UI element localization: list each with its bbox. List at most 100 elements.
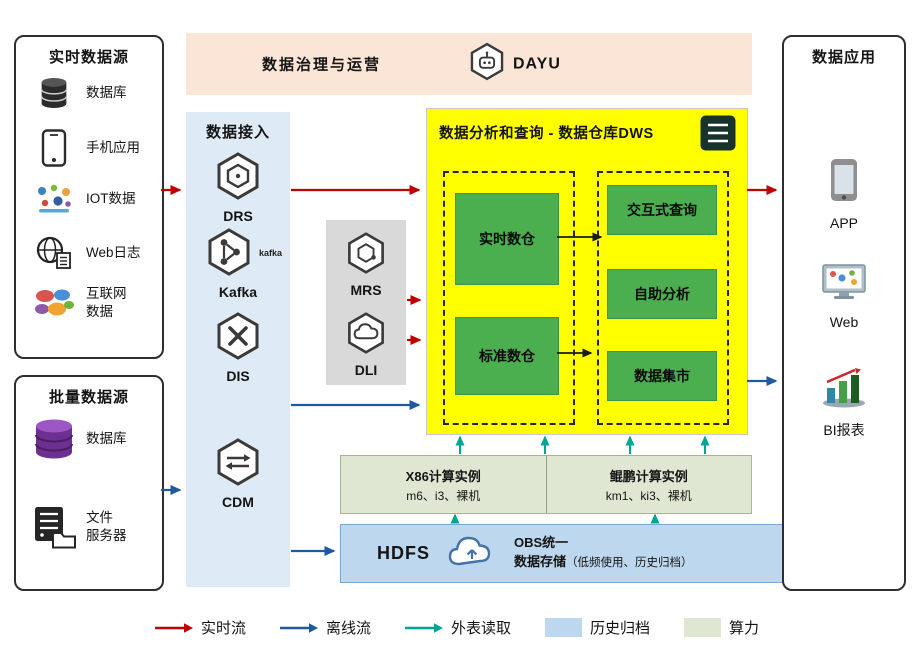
applications-box: 数据应用 APP Web BI报表: [782, 35, 906, 591]
ingestion-column: 数据接入 DRS Kafka kafka DIS CDM: [186, 112, 290, 587]
legend-label: 历史归档: [590, 620, 651, 637]
service-label: DIS: [226, 368, 250, 384]
legend: 实时流 离线流 外表读取 历史归档 算力: [0, 617, 914, 638]
source-label: 数据库: [86, 85, 127, 101]
dws-box: 数据分析和查询 - 数据仓库DWS 实时数仓 标准数仓 交互式查询 自助分析 数…: [426, 108, 748, 435]
applications-title: 数据应用: [811, 49, 876, 66]
source-file-server: 文件 服务器: [31, 505, 127, 549]
hdfs-label: HDFS: [377, 543, 430, 563]
obs-cloud-icon: [446, 534, 498, 573]
processing-box: MRS DLI: [326, 220, 406, 385]
dws-title: 数据分析和查询 - 数据仓库DWS: [439, 126, 654, 142]
source-web-log: Web日志: [31, 236, 141, 270]
database-stack-icon: [31, 417, 77, 461]
realtime-warehouse: 实时数仓: [455, 193, 559, 285]
cdm-icon: [214, 438, 262, 491]
drs-icon: [214, 152, 262, 205]
app-label: Web: [829, 314, 859, 330]
source-mobile-app: 手机应用: [31, 129, 140, 167]
compute-box: X86计算实例 m6、i3、裸机 鲲鹏计算实例 km1、ki3、裸机: [340, 455, 752, 514]
legend-external-read: 外表读取: [404, 617, 511, 638]
dli-icon: [345, 312, 387, 359]
legend-offline-flow: 离线流: [279, 617, 371, 638]
legend-compute-power: 算力: [684, 617, 759, 638]
warehouse-group: [443, 171, 575, 425]
realtime-sources-box: 实时数据源 数据库 手机应用 IOT数据 Web日志: [14, 35, 164, 359]
web-monitor-icon: [821, 262, 867, 307]
function-group: [597, 171, 729, 425]
obs-text: OBS统一 数据存储（低频使用、历史归档）: [514, 535, 693, 573]
service-label: DRS: [223, 208, 253, 224]
source-label: 文件 服务器: [86, 510, 127, 543]
governance-banner: 数据治理与运营 DAYU: [186, 33, 752, 95]
green-box-label: 交互式查询: [627, 202, 697, 218]
file-server-icon: [31, 505, 77, 549]
legend-label: 实时流: [200, 620, 246, 637]
self-service-analysis: 自助分析: [607, 269, 717, 319]
governance-title: 数据治理与运营: [262, 56, 382, 74]
kunpeng-title: 鲲鹏计算实例: [609, 468, 688, 484]
bi-report-icon: [821, 368, 867, 413]
dayu-icon: [468, 42, 506, 86]
obs-line2: 数据存储: [514, 553, 567, 569]
red-arrow-icon: [154, 622, 193, 633]
iot-icon: [31, 183, 77, 215]
kunpeng-models: km1、ki3、裸机: [605, 488, 692, 503]
phone-icon: [31, 129, 77, 167]
app-label: APP: [829, 215, 858, 231]
service-cdm: CDM: [186, 438, 290, 510]
source-label: 互联网 数据: [86, 286, 127, 319]
x86-models: m6、i3、裸机: [406, 488, 481, 503]
hdfs-box: HDFS OBS统一 数据存储（低频使用、历史归档）: [340, 524, 788, 583]
app-label: BI报表: [823, 422, 865, 438]
source-label: IOT数据: [86, 191, 136, 207]
batch-sources-box: 批量数据源 数据库 文件 服务器: [14, 375, 164, 591]
service-label: DLI: [354, 362, 378, 378]
source-iot: IOT数据: [31, 183, 136, 215]
app-item-app: APP: [784, 157, 904, 231]
blue-arrow-icon: [279, 622, 318, 633]
service-label: MRS: [350, 282, 382, 298]
x86-title: X86计算实例: [405, 468, 481, 484]
app-item-bi: BI报表: [784, 368, 904, 440]
legend-label: 算力: [729, 620, 760, 637]
green-box-label: 数据集市: [634, 368, 690, 384]
batch-sources-title: 批量数据源: [48, 389, 129, 406]
teal-arrow-icon: [404, 622, 443, 633]
green-box-label: 自助分析: [634, 286, 690, 302]
source-internet-data: 互联网 数据: [31, 285, 127, 320]
source-label: 数据库: [86, 431, 127, 447]
source-batch-database: 数据库: [31, 417, 127, 461]
legend-label: 离线流: [325, 620, 371, 637]
service-label: Kafka: [218, 284, 258, 300]
standard-warehouse: 标准数仓: [455, 317, 559, 395]
service-kafka: Kafka: [186, 228, 290, 300]
web-log-icon: [31, 236, 77, 270]
dis-icon: [214, 312, 262, 365]
obs-line1: OBS统一: [514, 534, 569, 550]
x86-compute: X86计算实例 m6、i3、裸机: [341, 456, 547, 513]
source-label: 手机应用: [86, 140, 140, 156]
service-drs: DRS: [186, 152, 290, 224]
green-box-label: 实时数仓: [479, 231, 535, 247]
service-mrs: MRS: [326, 232, 406, 298]
service-label: CDM: [222, 494, 254, 510]
kunpeng-compute: 鲲鹏计算实例 km1、ki3、裸机: [547, 456, 752, 513]
mrs-icon: [345, 232, 387, 279]
compute-swatch: [684, 618, 722, 637]
service-dis: DIS: [186, 312, 290, 384]
interactive-query: 交互式查询: [607, 185, 717, 235]
obs-note: （低频使用、历史归档）: [566, 556, 693, 569]
app-item-web: Web: [784, 262, 904, 330]
source-database: 数据库: [31, 75, 127, 111]
realtime-sources-title: 实时数据源: [48, 49, 129, 66]
source-label: Web日志: [86, 245, 141, 261]
kafka-wordmark: kafka: [259, 248, 283, 258]
report-doc-icon: [699, 114, 737, 157]
internet-icon: [31, 288, 77, 318]
dayu-label: DAYU: [513, 55, 561, 72]
legend-label: 外表读取: [450, 620, 511, 637]
kafka-icon: [205, 228, 253, 281]
legend-history-archive: 历史归档: [545, 617, 650, 638]
